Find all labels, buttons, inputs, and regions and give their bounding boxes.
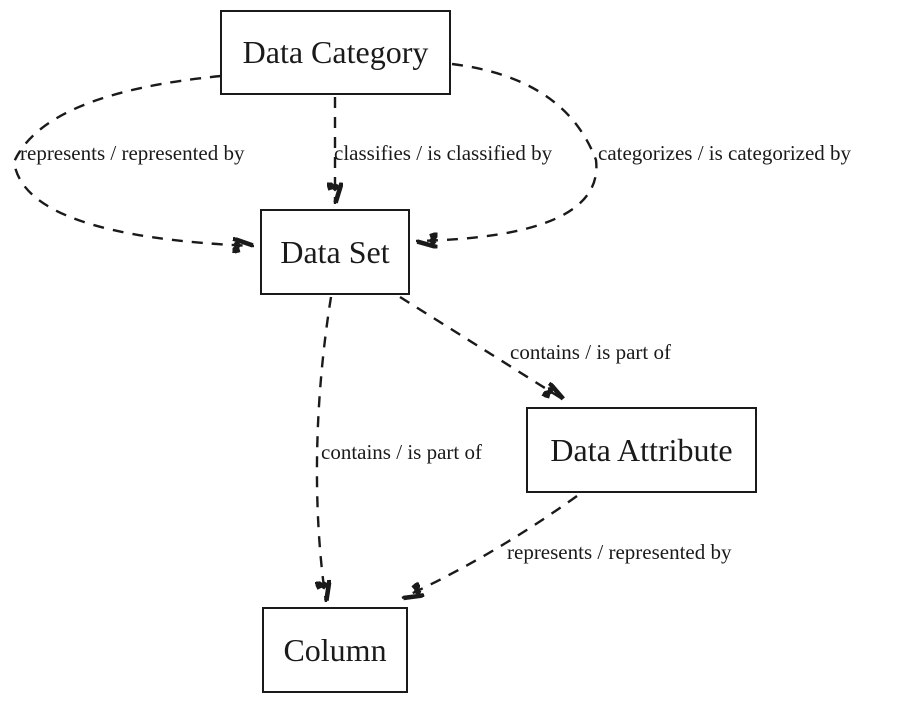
node-data-category: Data Category xyxy=(220,10,451,95)
edge-categorizes xyxy=(416,62,598,241)
edge-label-represents-top: represents / represented by xyxy=(20,141,245,165)
node-column-label: Column xyxy=(283,631,387,668)
edge-represents-top xyxy=(12,74,254,246)
edge-label-represents-bottom: represents / represented by xyxy=(507,540,732,564)
edge-label-contains-right: contains / is part of xyxy=(510,340,671,364)
node-column: Column xyxy=(262,607,408,693)
edge-label-classifies: classifies / is classified by xyxy=(334,141,553,165)
node-data-category-label: Data Category xyxy=(242,34,429,70)
node-data-attribute: Data Attribute xyxy=(526,407,757,493)
edge-contains-left xyxy=(317,296,331,602)
edge-represents-bottom xyxy=(402,495,578,598)
edge-label-categorizes: categorizes / is categorized by xyxy=(598,141,852,165)
edge-contains-right xyxy=(399,295,564,400)
edge-label-contains-left: contains / is part of xyxy=(321,440,482,464)
node-data-attribute-label: Data Attribute xyxy=(550,431,733,468)
node-data-set-label: Data Set xyxy=(280,233,390,270)
node-data-set: Data Set xyxy=(260,209,410,295)
